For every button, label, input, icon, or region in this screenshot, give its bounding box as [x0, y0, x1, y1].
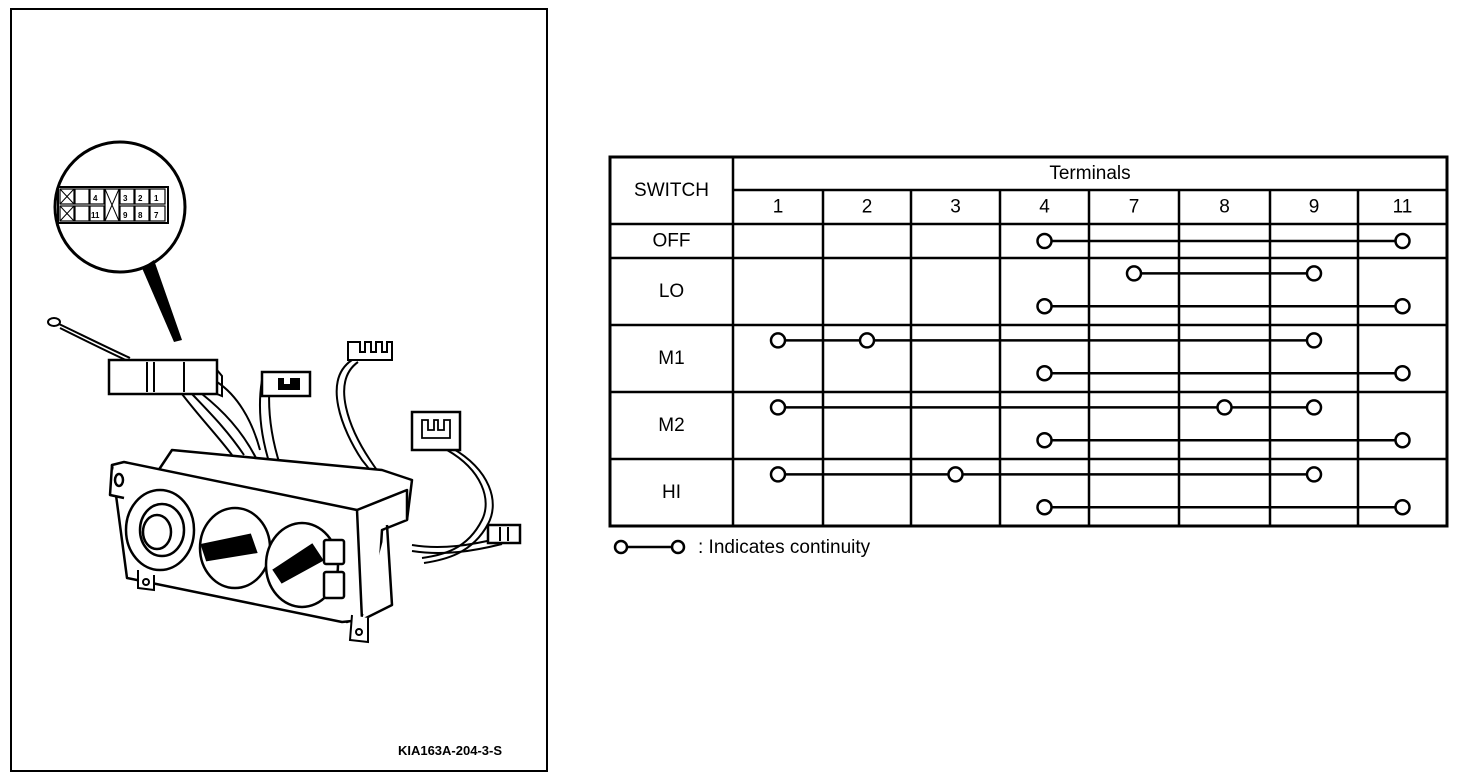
switch-position-label: LO [659, 281, 684, 302]
continuity-terminal-dot [769, 399, 787, 416]
connector-face: 4 3 2 1 11 9 8 7 [57, 186, 169, 224]
continuity-terminal-dot [1394, 431, 1411, 449]
comb-connector [347, 341, 393, 361]
terminal-header: 1 [773, 197, 784, 218]
terminals-header: Terminals [1049, 163, 1130, 184]
side-connector [410, 410, 462, 452]
continuity-terminal-dot [858, 332, 876, 349]
continuity-terminal-dot [1394, 498, 1411, 516]
pin-label: 3 [123, 194, 128, 203]
switch-header: SWITCH [634, 180, 709, 201]
continuity-terminal-dot [769, 332, 787, 349]
pin-label: 4 [93, 194, 98, 203]
terminal-header: 7 [1129, 197, 1140, 218]
table-border [608, 155, 1449, 528]
left-knob [124, 488, 196, 572]
legend-circle-left [613, 539, 629, 555]
continuity-terminal-dot [1036, 431, 1053, 449]
switch-position-label: M2 [658, 415, 684, 436]
continuity-terminal-dot [769, 466, 787, 483]
continuity-marks [769, 232, 1411, 516]
end-connector [486, 523, 522, 545]
mounting-tabs [137, 570, 369, 644]
small-connector [260, 370, 312, 398]
continuity-terminal-dot [1305, 265, 1323, 282]
figure-code: KIA163A-204-3-S [397, 743, 502, 758]
continuity-terminal-dot [1216, 399, 1233, 416]
continuity-terminal-dot [1305, 466, 1323, 483]
blower-switch-illustration: 4 3 2 1 11 9 8 7 [47, 140, 522, 644]
continuity-terminal-dot [947, 466, 964, 483]
table-grid [608, 155, 1449, 528]
switch-position-label: OFF [653, 231, 691, 252]
switch-position-label: M1 [658, 348, 684, 369]
pin-label: 9 [123, 211, 128, 220]
terminal-header: 11 [1393, 197, 1413, 218]
continuity-terminal-dot [1036, 364, 1053, 382]
pin-label: 1 [154, 194, 159, 203]
continuity-terminal-dot [1394, 232, 1411, 250]
continuity-terminal-dot [1394, 297, 1411, 315]
component-illustration-panel: 4 3 2 1 11 9 8 7 [10, 8, 548, 772]
panel-buttons [322, 538, 346, 600]
continuity-terminal-dot [1125, 265, 1143, 282]
legend-circle-right [670, 539, 686, 555]
continuity-terminal-dot [1036, 498, 1053, 516]
terminal-header: 4 [1039, 197, 1050, 218]
switch-position-label: HI [662, 482, 681, 503]
continuity-terminal-dot [1036, 297, 1053, 315]
continuity-terminal-dot [1305, 399, 1323, 416]
terminal-header: 9 [1309, 197, 1320, 218]
terminal-header: 8 [1219, 197, 1230, 218]
terminal-header: 3 [950, 197, 961, 218]
pin-label: 11 [91, 211, 100, 220]
continuity-terminal-dot [1305, 332, 1323, 349]
pin-label: 7 [154, 211, 159, 220]
terminal-header: 2 [862, 197, 873, 218]
continuity-terminal-dot [1394, 364, 1411, 382]
pin-label: 8 [138, 211, 143, 220]
legend-text: : Indicates continuity [698, 537, 871, 558]
ground-wire [47, 317, 131, 363]
pin-label: 2 [138, 194, 143, 203]
legend-symbol [613, 539, 686, 555]
magnifier-pointer [142, 260, 182, 342]
continuity-terminal-dot [1036, 232, 1053, 250]
